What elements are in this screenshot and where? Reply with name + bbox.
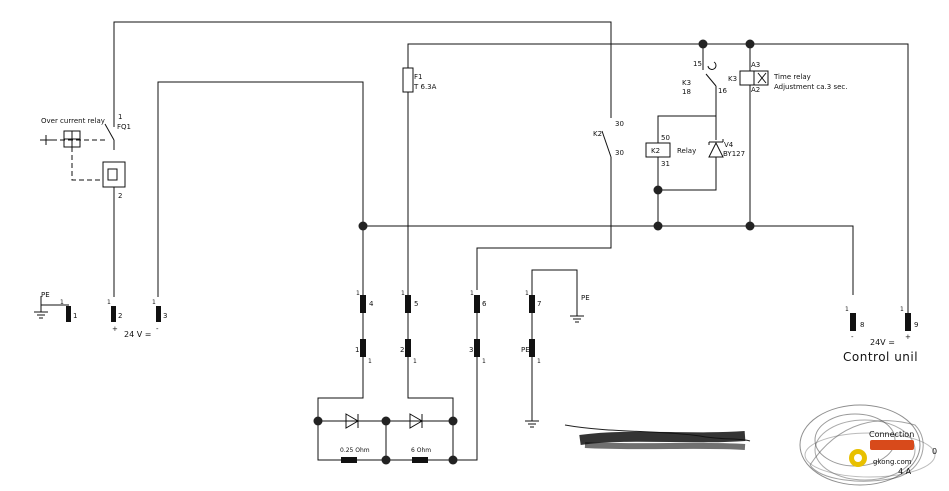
time-adjust-label: Adjustment ca.3 sec. bbox=[774, 83, 847, 91]
corner-label-3: 4 A bbox=[898, 467, 912, 476]
k3-right-label: K3 bbox=[728, 75, 737, 83]
tick-lower-3: 1 bbox=[482, 358, 486, 365]
plus-left-label: + bbox=[112, 325, 118, 333]
junction-dots bbox=[313, 39, 755, 465]
control-unit-label: Control unil bbox=[843, 350, 918, 364]
fuse-f1 bbox=[402, 67, 414, 93]
time-relay-coil bbox=[739, 70, 769, 86]
resistor-2-label: 6 Ohm bbox=[411, 447, 431, 454]
plus-right-label: + bbox=[905, 333, 911, 341]
terminal-2-label: 2 bbox=[118, 312, 122, 320]
fq1-num-label: 1 bbox=[118, 113, 122, 121]
tick-upper-4: 1 bbox=[356, 290, 360, 297]
terminal-8-label: 8 bbox=[860, 321, 864, 329]
tick-t3: 1 bbox=[152, 299, 156, 306]
k2-relay-coil bbox=[645, 142, 671, 158]
tick-lower-2: 1 bbox=[413, 358, 417, 365]
over-current-relay-label: Over current relay bbox=[41, 117, 105, 125]
k3-left-num-label: 18 bbox=[682, 88, 691, 96]
k2-contact bbox=[601, 130, 612, 158]
tick-pe-bottom: 1 bbox=[537, 358, 541, 365]
diode-v4 bbox=[708, 139, 724, 158]
upper-4-label: 4 bbox=[369, 300, 374, 308]
k2-contact-label: K2 bbox=[593, 130, 602, 138]
gkong-logo bbox=[849, 440, 914, 467]
scribble-redaction bbox=[564, 404, 936, 486]
tick-lower-1: 1 bbox=[368, 358, 372, 365]
pe-bottom-label: PE bbox=[521, 346, 530, 354]
upper-6-label: 6 bbox=[482, 300, 487, 308]
a2-label: A2 bbox=[751, 86, 760, 94]
k2-31-label: 31 bbox=[661, 160, 670, 168]
terminal-1-label: 1 bbox=[73, 312, 77, 320]
tick-upper-5: 1 bbox=[401, 290, 405, 297]
fuse-name-label: F1 bbox=[414, 73, 422, 81]
pe-left-label: PE bbox=[41, 291, 50, 299]
terminal-3-label: 3 bbox=[163, 312, 167, 320]
over-current-relay bbox=[40, 130, 126, 188]
tick-t9: 1 bbox=[900, 306, 904, 313]
tick-upper-6: 1 bbox=[470, 290, 474, 297]
a3-label: A3 bbox=[751, 61, 760, 69]
minus-left-label: - bbox=[156, 325, 159, 333]
upper-5-label: 5 bbox=[414, 300, 418, 308]
fq1-bottom-label: 2 bbox=[118, 192, 122, 200]
resistor-1-label: 0.25 Ohm bbox=[340, 447, 370, 454]
watermark-label: gkong.com bbox=[873, 458, 912, 466]
k2-50-label: 50 bbox=[661, 134, 670, 142]
v24-left-label: 24 V = bbox=[124, 330, 151, 339]
fq1-label: FQ1 bbox=[117, 123, 131, 131]
k2-coil-label: K2 bbox=[651, 147, 660, 155]
corner-label-2: 0 bbox=[932, 447, 937, 456]
v4-type-label: BY127 bbox=[723, 150, 745, 158]
upper-7-label: 7 bbox=[537, 300, 541, 308]
text-labels: Over current relay 1 FQ1 2 F1 T 6.3A K2 … bbox=[41, 60, 937, 476]
tick-t8: 1 bbox=[845, 306, 849, 313]
relay-label: Relay bbox=[677, 147, 696, 155]
bridge-diodes bbox=[345, 413, 423, 429]
resistors bbox=[341, 457, 428, 463]
tick-upper-7: 1 bbox=[525, 290, 529, 297]
ground-symbols bbox=[34, 311, 584, 428]
connection-label: Connection bbox=[869, 430, 914, 439]
k3-15-label: 15 bbox=[693, 60, 702, 68]
terminal-9-label: 9 bbox=[914, 321, 918, 329]
time-relay-label: Time relay bbox=[773, 73, 811, 81]
lower-1-label: 1 bbox=[355, 346, 359, 354]
k3-contact-arc bbox=[707, 61, 717, 70]
v4-label: V4 bbox=[724, 141, 734, 149]
lower-3-label: 3 bbox=[469, 346, 473, 354]
minus-right-label: - bbox=[851, 333, 854, 341]
k2-contact-bottom-label: 30 bbox=[615, 149, 624, 157]
tick-pe-left: 1 bbox=[60, 299, 64, 306]
k3-16-label: 16 bbox=[718, 87, 727, 95]
lower-2-label: 2 bbox=[400, 346, 404, 354]
wires bbox=[40, 21, 909, 461]
fuse-rating-label: T 6.3A bbox=[413, 83, 437, 91]
terminal-blocks bbox=[66, 295, 911, 357]
v24-right-label: 24V = bbox=[870, 338, 895, 347]
tick-t2: 1 bbox=[107, 299, 111, 306]
pe-mid-label: PE bbox=[581, 294, 590, 302]
k2-contact-top-label: 30 bbox=[615, 120, 624, 128]
k3-left-label: K3 bbox=[682, 79, 691, 87]
